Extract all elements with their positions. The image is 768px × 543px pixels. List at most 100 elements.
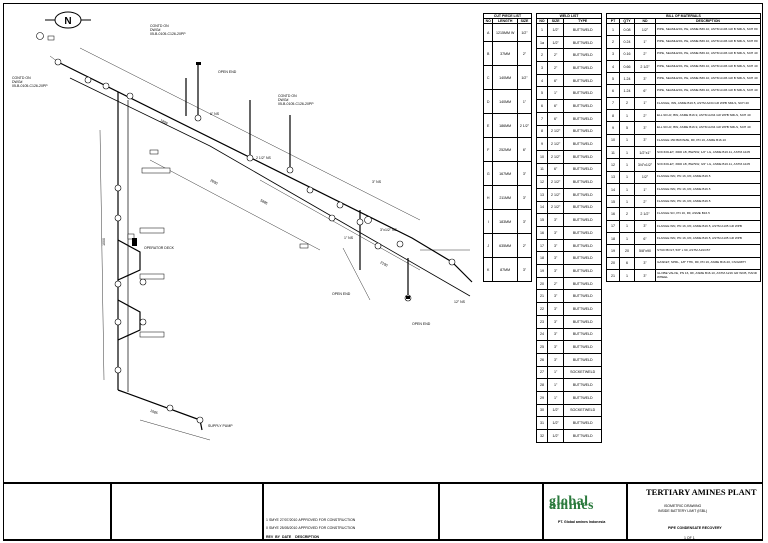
table-cell: 2" [546, 61, 565, 75]
riser-offset-2 [117, 299, 141, 341]
table-cell: 2 [619, 96, 635, 111]
table-cell: 2 1/2" [546, 149, 565, 164]
table-cell: 3" [546, 238, 565, 253]
table-cell: BUTTWELD [563, 73, 602, 88]
table-cell: 0.66 [619, 59, 635, 74]
supply-pump-label: SUPPLY PUMP [208, 424, 233, 428]
company-logo-box: global amines PT. Global amines Indonesi… [543, 483, 627, 541]
table-cell: 2 [536, 48, 548, 63]
table-cell: BUTTWELD [563, 124, 602, 139]
size-label: 3"x1/2" NS [380, 228, 397, 232]
table-cell: 1 [619, 109, 635, 123]
table-cell: STUD BOLT, 5/8" x 90, ASTM A193 B7 [655, 244, 761, 258]
table-cell: 18 [606, 232, 620, 246]
table-cell: 1/2" [546, 429, 565, 443]
table-cell: BUTTWELD [563, 429, 602, 443]
table-cell: 28 [536, 378, 548, 392]
dimension-label: 1000 [101, 238, 106, 246]
table-cell: 1 [619, 195, 635, 209]
table-cell: 1" [634, 182, 656, 197]
table-cell: 11 [536, 162, 548, 177]
table-cell: 19 [606, 244, 620, 258]
table-cell: 1 [619, 182, 635, 197]
table-cell: 3" [546, 251, 565, 266]
table-cell: 13 [606, 170, 620, 184]
revision-row: 0 SMYE 25/05/2010 APPROVED FOR CONSTRUCT… [266, 526, 356, 530]
table-cell: 24 [536, 327, 548, 342]
table-cell: GLOBE VALVE, PN 16, RF, ASME B16.10, AST… [655, 268, 761, 283]
table-cell: 2 [606, 35, 620, 49]
company-subtitle: PT. Global amines Indonesia [558, 520, 606, 524]
table-cell: 5/8"x90 [634, 244, 656, 258]
table-cell: 11 [606, 145, 620, 160]
table-cell: 1 [619, 232, 635, 246]
table-cell: BUTTWELD [563, 416, 602, 430]
table-cell: BUTTWELD [563, 35, 602, 50]
table-cell: FLANGE 150 BRONZE, RF, PN 16, ASME B16.1… [655, 133, 761, 147]
table-cell: 0.16 [619, 47, 635, 61]
table-cell: SOCKETWELD [563, 365, 602, 380]
table-cell: 1/2"x1" [634, 145, 656, 160]
table-cell: 1.24 [619, 72, 635, 86]
table-cell: BUTTWELD [563, 327, 602, 342]
table-cell: 3" [634, 121, 656, 135]
table-cell: 3" [546, 302, 565, 316]
table-cell: 18 [536, 251, 548, 266]
table-cell: 22 [536, 302, 548, 316]
table-cell: FLANGE WN, PN 16, RF, ASME B16.5 [655, 195, 761, 209]
table-cell: BUTTWELD [563, 61, 602, 75]
table-cell: 1/2" [546, 23, 565, 37]
table-cell: 1/2" [546, 403, 565, 418]
table-cell: PIPE, SEAMLESS, PE, ASME B36.10, ASTM A1… [655, 59, 761, 74]
table-cell: 1" [546, 365, 565, 380]
main-pipe-line [57, 61, 473, 283]
title-block: 1 SMYE 27/07/2010 APPROVED FOR CONSTRUCT… [3, 482, 763, 541]
table-cell: 2 1/2" [546, 175, 565, 189]
table-cell: 3 [536, 61, 548, 75]
table-cell: 15 [536, 213, 548, 227]
table-cell: 20 [619, 244, 635, 258]
size-label: 3" NS [372, 180, 382, 184]
table-cell: 1 [619, 158, 635, 172]
table-cell: PIPE, SEAMLESS, PE, ASME B36.10, ASTM A1… [655, 84, 761, 98]
table-cell: 2" [634, 195, 656, 209]
parallel-pipe-line [69, 77, 471, 297]
table-cell: BUTTWELD [563, 302, 602, 316]
table-cell: 6" [634, 232, 656, 246]
table-cell: 25 [536, 340, 548, 354]
table-cell: BUTTWELD [563, 238, 602, 253]
table-cell: 26 [536, 352, 548, 367]
